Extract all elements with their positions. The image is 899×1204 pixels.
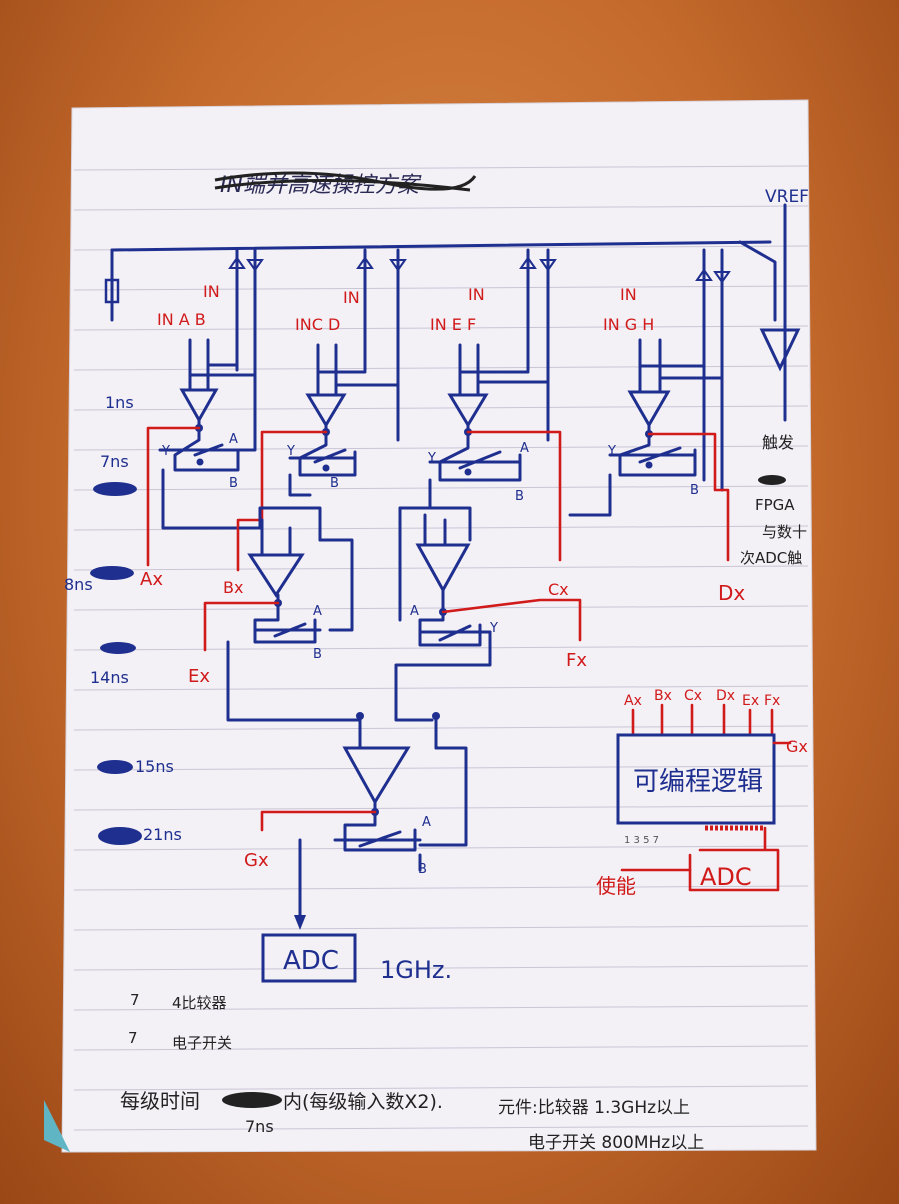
stage2-unit-right: A Y — [394, 506, 498, 722]
diode-pair-3 — [519, 248, 557, 442]
output-bx: Bx — [223, 578, 243, 597]
input-labels: IN IN A B IN INC D IN IN E F IN IN G H — [157, 282, 654, 334]
part-name-2: 电子开关 — [172, 1034, 232, 1052]
switch-a-6: A — [410, 604, 419, 619]
comparator-unit-4 — [568, 338, 724, 517]
footer-switch-spec: 电子开关 800MHz以上 — [528, 1133, 704, 1153]
timing-4: 14ns — [90, 668, 129, 687]
input-label-4: IN G H — [603, 315, 654, 334]
timing-1: 1ns — [105, 393, 134, 412]
stage3-comparator: A B Gx — [244, 712, 468, 930]
trigger-note: 触发 FPGA 与数十 次ADC触 — [740, 433, 807, 567]
input-top-label-3: IN — [468, 285, 485, 304]
switch-b-4: B — [690, 483, 699, 498]
switch-a-5: A — [313, 604, 322, 619]
parts-list: 7 4比较器 7 电子开关 — [128, 991, 232, 1052]
trigger-note-4: 次ADC触 — [740, 549, 802, 567]
switch-b-2: B — [330, 476, 339, 491]
output-cx: Cx — [548, 580, 569, 599]
paper-sheet — [44, 99, 817, 1153]
switch-y-4: Y — [607, 444, 616, 459]
logic-block: Ax Bx Cx Dx Ex Fx 可编程逻辑 Gx 1 3 5 7 ADC 使… — [596, 688, 808, 898]
switch-y-1: Y — [161, 444, 170, 459]
output-dx: Dx — [718, 581, 745, 605]
output-fx: Fx — [566, 650, 587, 671]
stage2-comparators: A B A Y Ex Fx — [188, 506, 587, 722]
timing-6: 21ns — [143, 825, 182, 844]
comparator-unit-2 — [288, 343, 400, 497]
logic-output-gx: Gx — [786, 737, 808, 756]
adc-label: ADC — [283, 946, 339, 976]
logic-input-ax: Ax — [624, 693, 642, 709]
output-ax: Ax — [140, 569, 163, 590]
part-count-2: 7 — [128, 1029, 138, 1047]
footer-stage-value: 7ns — [245, 1117, 274, 1136]
stage2-unit-left: A B — [226, 506, 362, 722]
timing-3: 8ns — [64, 575, 93, 594]
logic-input-cx: Cx — [684, 688, 702, 704]
logic-inputs: Ax Bx Cx Dx Ex Fx — [624, 688, 780, 737]
enable-label: 使能 — [596, 874, 636, 898]
timing-5: 15ns — [135, 757, 174, 776]
switch-a-7: A — [422, 815, 431, 830]
logic-input-dx: Dx — [716, 688, 735, 704]
input-label-3: IN E F — [430, 315, 476, 334]
switch-y-3: Y — [427, 451, 436, 466]
footer-components: 元件:比较器 1.3GHz以上 — [498, 1098, 690, 1118]
part-count-1: 7 — [130, 991, 140, 1009]
logic-pins: 1 3 5 7 — [624, 835, 659, 846]
output-ex: Ex — [188, 666, 210, 687]
switch-b-1: B — [229, 476, 238, 491]
main-adc: ADC 1GHz. — [261, 933, 452, 984]
input-top-label-2: IN — [343, 288, 360, 307]
title-scribbled: IN端并高速操控方案 — [214, 171, 477, 198]
input-label-2: INC D — [295, 315, 340, 334]
logic-input-fx: Fx — [764, 693, 780, 709]
adc-frequency: 1GHz. — [380, 956, 452, 984]
diode-pair-2 — [356, 248, 407, 442]
trigger-note-1: 触发 — [762, 433, 794, 452]
switch-b-5: B — [313, 647, 322, 662]
page-title: IN端并高速操控方案 — [220, 173, 422, 198]
logic-input-bx: Bx — [654, 688, 672, 704]
vref-label: VREF — [765, 187, 809, 207]
switch-y-6: Y — [489, 621, 498, 636]
switch-b-7: B — [418, 862, 427, 877]
vref-bus: VREF — [104, 187, 809, 422]
timings: 1ns 7ns 8ns 14ns 15ns 21ns — [64, 393, 182, 845]
footer-notes: 每级时间 7ns 内(每级输入数X2). 元件:比较器 1.3GHz以上 电子开… — [120, 1089, 704, 1153]
timing-2: 7ns — [100, 452, 129, 471]
footer-stage-note: 内(每级输入数X2). — [283, 1091, 443, 1113]
trigger-note-2: FPGA — [755, 496, 795, 514]
comparator-unit-1 — [158, 338, 257, 530]
diode-pair-1 — [228, 248, 264, 372]
stage1-comparators: Y A B Y B Y A B Y B — [158, 338, 724, 530]
switch-b-3: B — [515, 489, 524, 504]
output-gx: Gx — [244, 850, 269, 871]
part-name-1: 4比较器 — [172, 994, 227, 1012]
switch-a-3: A — [520, 441, 529, 456]
switch-a-1: A — [229, 432, 238, 447]
switch-letters-stage1: Y A B Y B Y A B Y B — [161, 432, 699, 504]
trigger-note-3: 与数十 — [762, 523, 807, 541]
logic-adc-label: ADC — [700, 863, 752, 891]
footer-stage-time: 每级时间 — [120, 1089, 200, 1113]
input-top-label-4: IN — [620, 285, 637, 304]
input-label-1: IN A B — [157, 310, 206, 329]
switch-y-2: Y — [286, 444, 295, 459]
input-top-label-1: IN — [203, 282, 220, 301]
logic-block-label: 可编程逻辑 — [633, 767, 763, 797]
logic-input-ex: Ex — [742, 693, 759, 709]
